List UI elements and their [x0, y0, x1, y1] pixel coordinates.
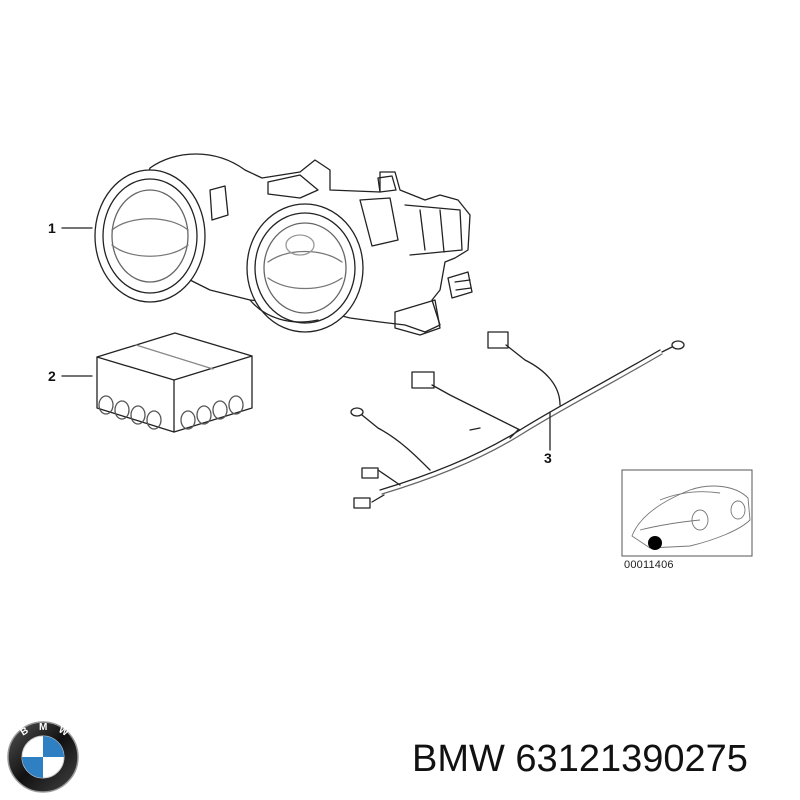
location-thumbnail — [621, 469, 753, 557]
bulb-box — [96, 332, 253, 433]
headlight-assembly — [94, 153, 473, 336]
callout-1: 1 — [48, 220, 56, 236]
svg-text:B: B — [19, 725, 31, 738]
callout-2: 2 — [48, 368, 56, 384]
callout-3: 3 — [544, 450, 552, 466]
wiring-harness — [350, 331, 685, 509]
svg-text:M: M — [39, 722, 47, 733]
bmw-logo: B M W — [7, 721, 79, 793]
thumbnail-code: 00011406 — [624, 559, 674, 571]
part-number-label: BMW 63121390275 — [412, 738, 748, 780]
highlight-dot — [648, 536, 662, 550]
